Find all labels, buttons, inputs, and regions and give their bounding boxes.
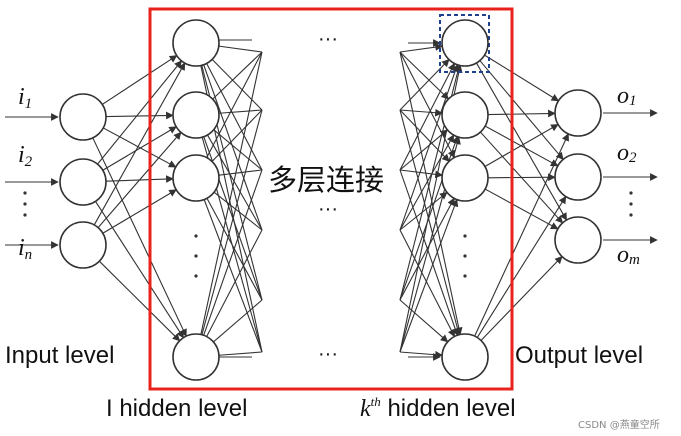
kth-hidden-level-label: kth hidden level [360, 394, 516, 422]
edge-hiddenk-to-output [487, 109, 556, 118]
hidden1-node-1 [172, 19, 220, 67]
edge-hiddenk-fan [399, 58, 450, 111]
hiddenk-node-2 [441, 91, 489, 139]
input-label-n: in [18, 235, 32, 263]
input-node-2 [59, 158, 107, 206]
edge-hidden1-fan [213, 299, 263, 343]
hidden-layers-frame [148, 7, 514, 391]
hidden1-node-2 [172, 91, 220, 139]
hiddenk-node-4 [441, 333, 489, 381]
edge-input-to-hidden1 [95, 201, 184, 339]
edge-hidden1-fan [211, 58, 263, 111]
edge-hidden1-fan [218, 109, 263, 114]
output-level-label: Output level [515, 342, 643, 369]
input-label-1: i1 [18, 84, 32, 112]
edge-hiddenk-fan [399, 198, 459, 353]
output-node-1 [554, 89, 602, 137]
input-labels: i1 i2 in [18, 84, 33, 263]
input-label-2: i2 [18, 142, 33, 170]
hidden1-node-4 [172, 333, 220, 381]
edge-input-to-hidden1 [102, 127, 177, 168]
output-node-3 [554, 216, 602, 264]
nodes [59, 19, 602, 381]
edge-hiddenk-fan [399, 51, 455, 159]
edge-hiddenk-fan [399, 109, 462, 336]
edge-input-to-hidden1 [97, 131, 182, 229]
ellipsis-top: ··· [318, 28, 338, 50]
edge-hidden1-fan [211, 109, 263, 162]
edge-hiddenk-to-output [484, 188, 559, 230]
hiddenk-node-1 [441, 19, 489, 67]
edge-hidden1-fan [203, 64, 263, 231]
edge-hiddenk-fan [399, 62, 456, 171]
edge-hiddenk-fan [399, 350, 443, 359]
edge-hiddenk-fan [399, 43, 443, 53]
edge-hiddenk-fan [399, 134, 455, 231]
edge-hidden1-fan [213, 129, 263, 171]
edge-input-to-hidden1 [92, 137, 187, 337]
edge-hidden1-fan [200, 51, 263, 335]
output-labels: o1 o2 om [617, 83, 640, 268]
ellipsis-middle: ··· [318, 198, 338, 220]
input-level-label: Input level [5, 342, 114, 369]
output-label-2: o2 [617, 140, 637, 166]
edge-hidden1-fan [206, 63, 263, 171]
hidden1-node-3 [172, 154, 220, 202]
output-node-2 [554, 153, 602, 201]
edge-hiddenk-fan [399, 109, 450, 162]
first-hidden-level-label: I hidden level [106, 395, 247, 422]
edge-hiddenk-to-output [480, 255, 563, 341]
edge-hiddenk-to-output [476, 195, 567, 338]
edge-input-to-hidden1 [93, 62, 186, 226]
edge-hiddenk-fan [399, 229, 456, 338]
edge-hiddenk-to-output [474, 133, 569, 337]
input-node-1 [59, 93, 107, 141]
edge-hiddenk-fan [399, 108, 443, 117]
edge-input-to-hidden1 [105, 111, 174, 120]
output-label-m: om [617, 242, 640, 268]
edge-hidden1-fan [213, 191, 263, 231]
ellipsis-bottom: ··· [318, 343, 338, 365]
edge-hiddenk-to-output [484, 123, 559, 168]
edge-hiddenk-fan [399, 299, 449, 343]
edge-hiddenk-fan [399, 129, 449, 171]
edge-hiddenk-fan [399, 191, 448, 231]
edge-hiddenk-fan [399, 169, 459, 337]
edge-hidden1-fan [206, 134, 263, 231]
vertical-ellipses [23, 191, 633, 278]
edge-hidden1-fan [218, 169, 263, 176]
output-label-1: o1 [617, 83, 637, 109]
edge-input-to-hidden1 [102, 126, 177, 171]
edge-hidden1-fan [203, 169, 263, 336]
edge-hidden1-fan [206, 51, 263, 158]
edge-hidden1-fan [206, 229, 263, 337]
edge-input-to-hidden1 [97, 60, 182, 165]
highlighted-node-box [439, 14, 490, 73]
input-node-3 [59, 221, 107, 269]
edge-hiddenk-to-output [484, 54, 560, 102]
edge-hiddenk-to-output [475, 62, 568, 221]
edge-hidden1-fan [203, 199, 263, 353]
edge-hiddenk-fan [399, 51, 450, 100]
edge-input-to-hidden1 [98, 260, 181, 342]
watermark: CSDN @燕童空所 [578, 418, 660, 431]
edge-input-to-hidden1 [102, 189, 177, 234]
edge-hiddenk-to-output [479, 60, 564, 161]
edge-hidden1-fan [218, 351, 263, 356]
edge-hiddenk-fan [399, 169, 443, 179]
edge-hiddenk-to-output [487, 173, 556, 182]
edge-input-to-hidden1 [101, 55, 178, 105]
edge-hidden1-fan [218, 45, 263, 53]
edge-hidden1-fan [212, 51, 263, 100]
multi-layer-label: 多层连接 [268, 163, 384, 197]
edge-hidden1-fan [201, 109, 263, 335]
connections [5, 39, 658, 361]
hiddenk-node-3 [441, 154, 489, 202]
edge-hiddenk-fan [399, 51, 463, 336]
